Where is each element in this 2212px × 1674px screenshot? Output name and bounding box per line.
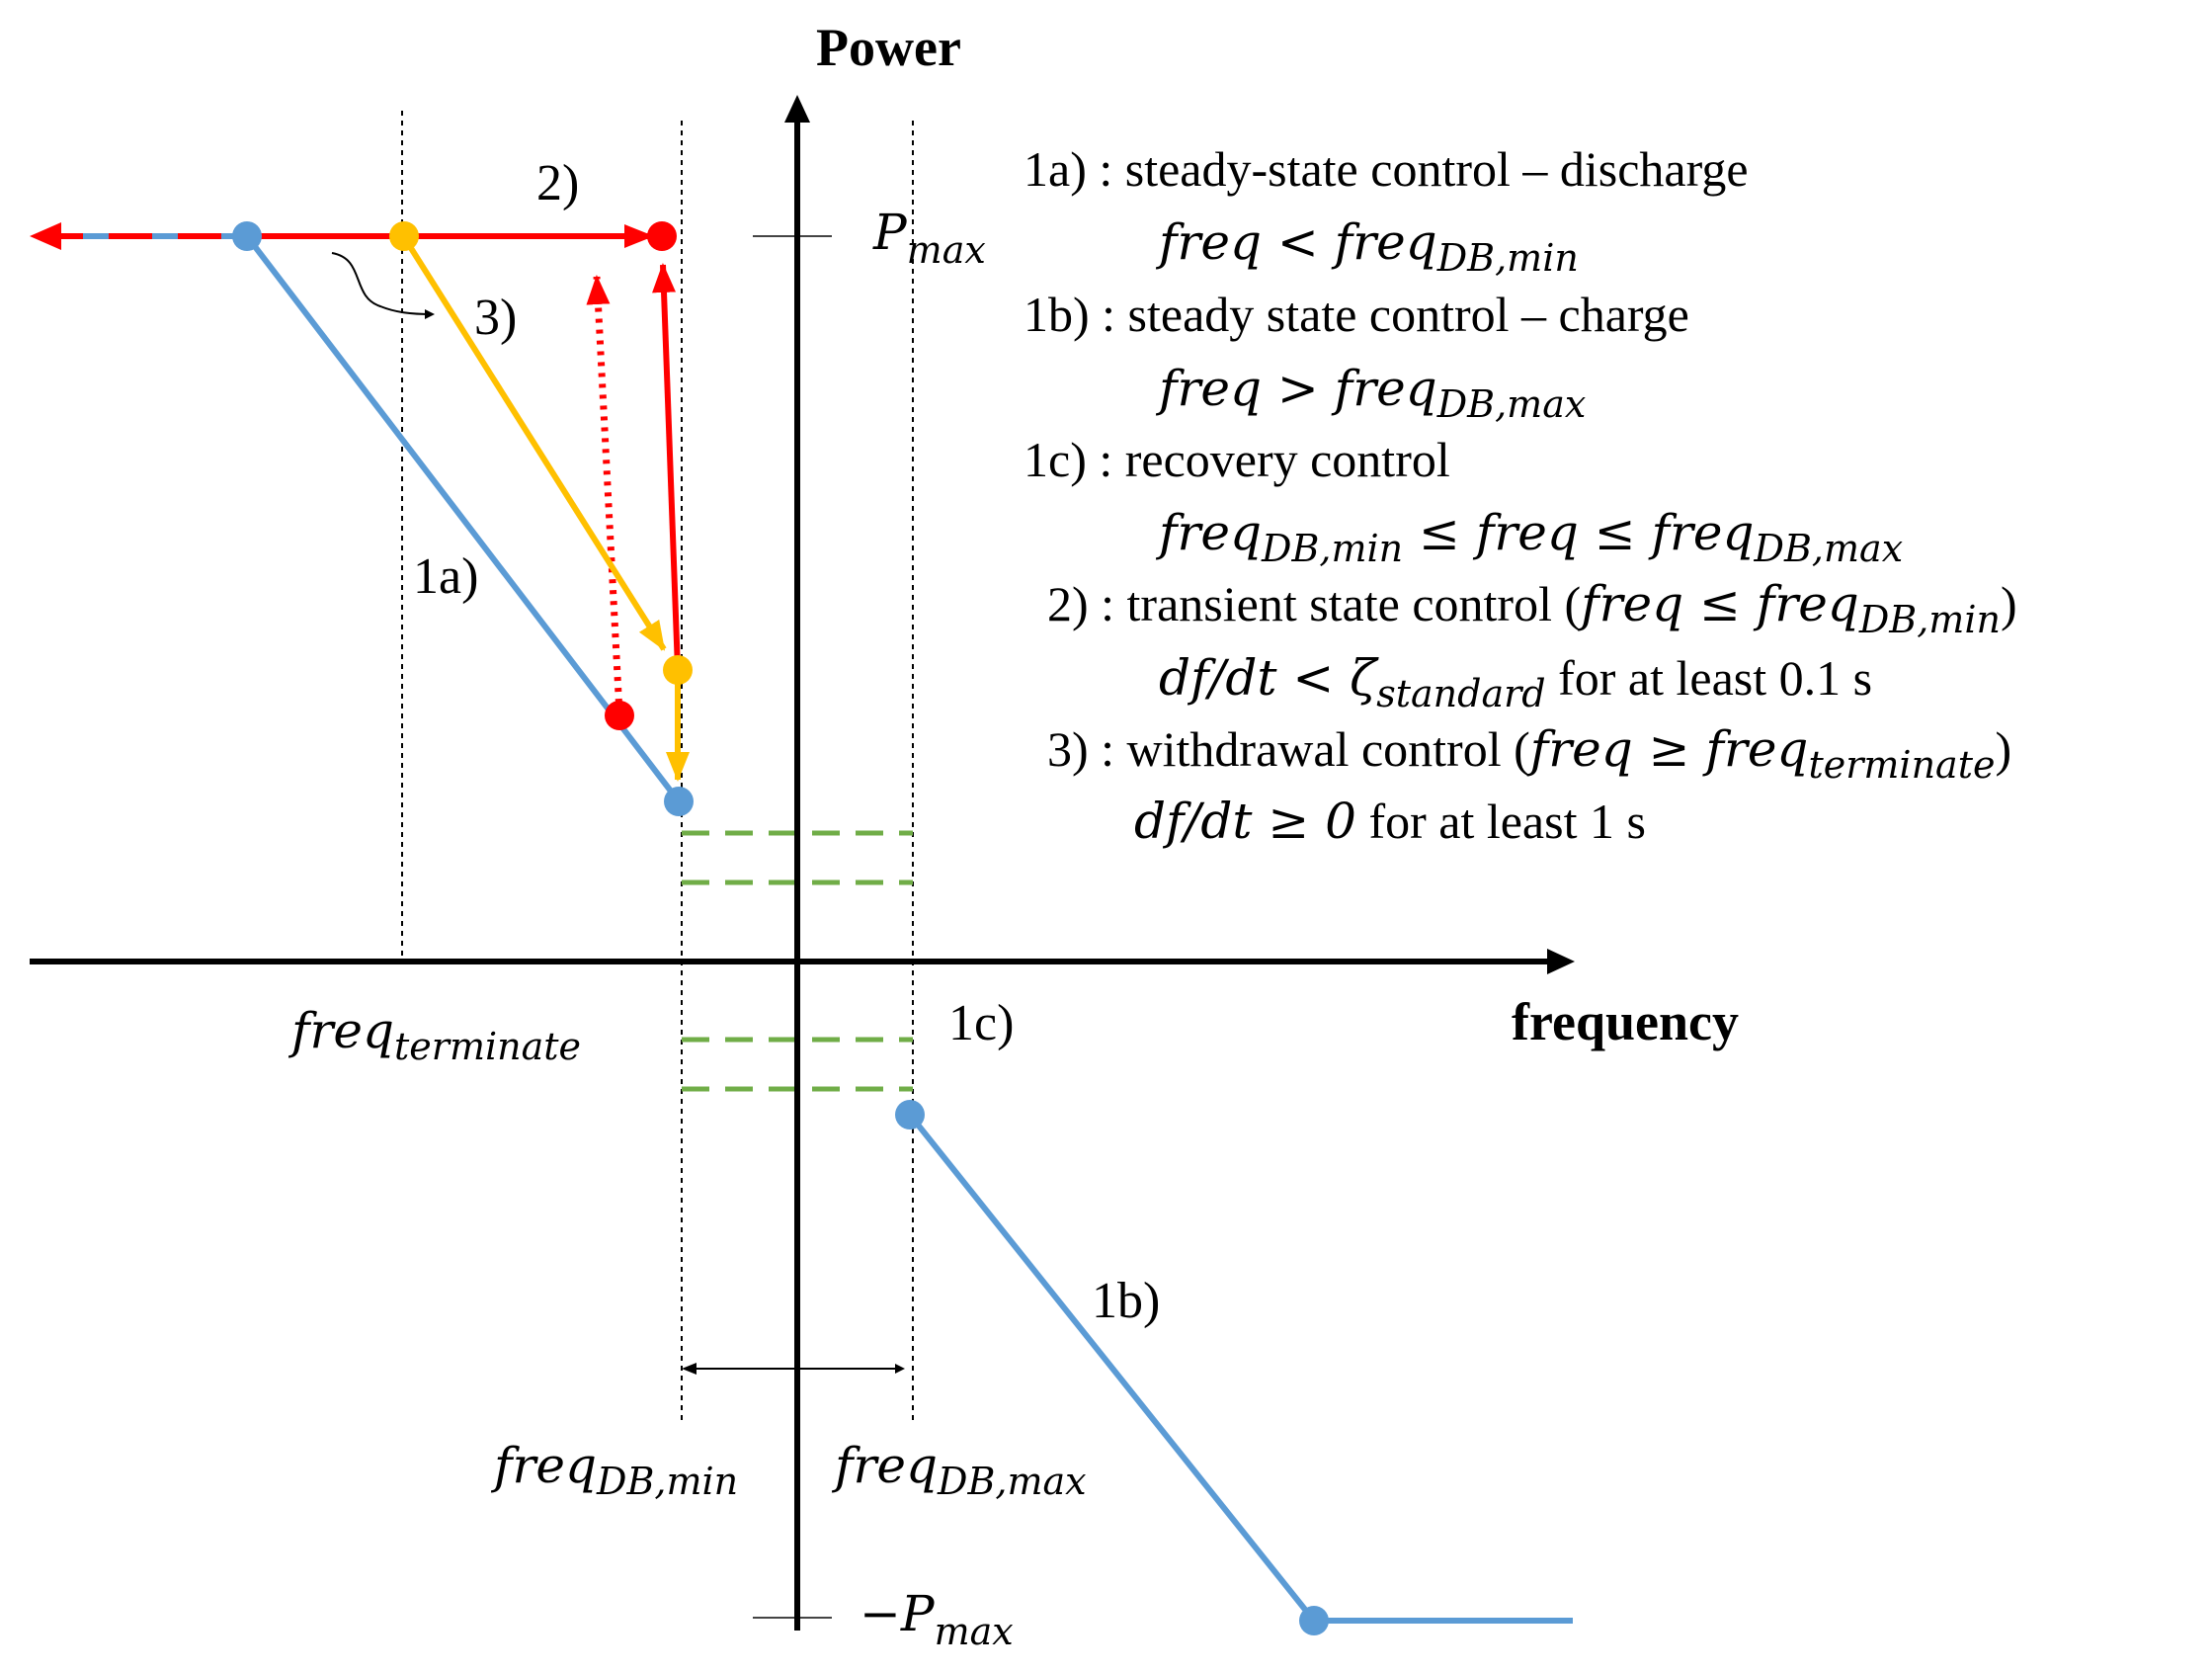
label-3: 3) xyxy=(474,290,517,346)
label-2: 2) xyxy=(536,155,579,211)
point-1b-bottom xyxy=(1299,1606,1329,1635)
legend-2-cond: df/dt < ζstandard for at least 0.1 s xyxy=(1159,649,1872,715)
freq-db-max-label: freqDB,max xyxy=(831,1437,1087,1503)
point-3-bottom xyxy=(663,655,693,685)
point-2-end xyxy=(647,221,677,251)
point-1a-top xyxy=(232,221,262,251)
point-dotted-start xyxy=(605,701,634,730)
droop-line-1a xyxy=(244,234,682,803)
label-1a: 1a) xyxy=(413,548,478,605)
transient-rise-arrow xyxy=(652,263,681,671)
legend-1c-head: 1c) : recovery control xyxy=(1024,432,1450,487)
y-axis-arrowhead xyxy=(784,95,810,123)
withdrawal-arrow-3 xyxy=(401,235,667,651)
y-axis-title: Power xyxy=(816,18,961,77)
freq-db-min-label: freqDB,min xyxy=(490,1437,738,1503)
droop-line-1b xyxy=(907,1113,1317,1623)
legend-1c-cond: freqDB,min ≤ freq ≤ freqDB,max xyxy=(1155,504,1903,570)
legend-3-head: 3) : withdrawal control (freq ≥ freqterm… xyxy=(1047,720,2011,787)
recovery-band xyxy=(682,830,913,1092)
legend-1b-cond: freq > freqDB,max xyxy=(1155,360,1586,426)
legend-2-head: 2) : transient state control (freq ≤ fre… xyxy=(1047,575,2017,641)
point-1a-bottom xyxy=(664,787,694,816)
p-max-left-arrowhead xyxy=(30,222,61,250)
point-3-top xyxy=(389,221,419,251)
label-1c: 1c) xyxy=(948,995,1014,1051)
label-1b: 1b) xyxy=(1092,1273,1160,1329)
deadband-left-arrowhead xyxy=(682,1363,696,1375)
legend-1a-head: 1a) : steady-state control – discharge xyxy=(1024,141,1749,197)
freq-terminate-label: freqterminate xyxy=(287,1002,581,1068)
x-axis-arrowhead xyxy=(1547,949,1575,974)
label-3-pointer xyxy=(331,252,435,319)
x-axis-title: frequency xyxy=(1512,992,1739,1051)
p-max-label: Pmax xyxy=(872,204,986,272)
legend-1b-head: 1b) : steady state control – charge xyxy=(1024,287,1689,342)
legend-1a-cond: freq < freqDB,min xyxy=(1155,213,1579,280)
transient-dotted-arrow xyxy=(586,275,623,714)
legend-3-cond: df/dt ≥ 0 for at least 1 s xyxy=(1134,793,1646,850)
neg-p-max-label: −Pmax xyxy=(860,1585,1014,1653)
legend: 1a) : steady-state control – discharge f… xyxy=(1024,141,2017,850)
point-1b-top xyxy=(895,1100,925,1130)
